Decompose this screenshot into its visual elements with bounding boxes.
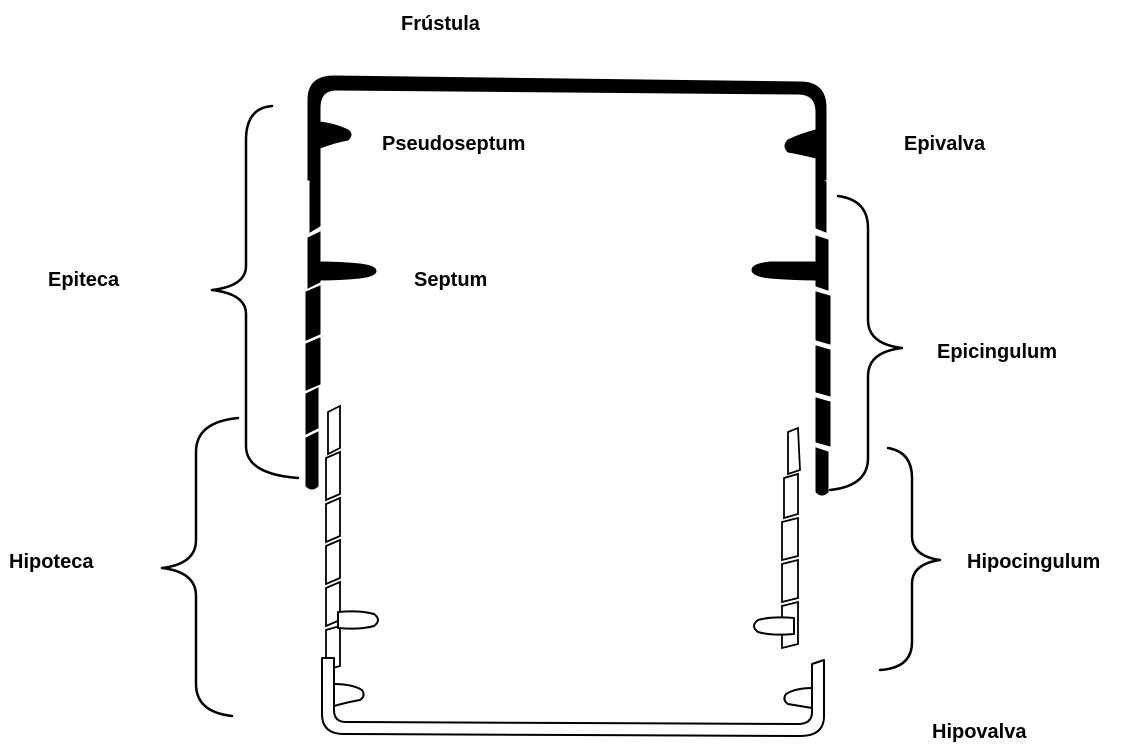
label-hipoteca: Hipoteca (9, 551, 94, 573)
label-hipovalva: Hipovalva (932, 721, 1027, 743)
label-epivalva: Epivalva (904, 133, 986, 155)
epicingulum-bands-right (816, 178, 830, 495)
label-pseudoseptum: Pseudoseptum (382, 133, 525, 155)
label-epicingulum: Epicingulum (937, 341, 1057, 363)
hipovalva-shape (322, 611, 824, 736)
epicingulum-brace (830, 196, 902, 490)
label-epiteca: Epiteca (48, 269, 120, 291)
hipocingulum-bands-left (326, 406, 340, 670)
epiteca-brace (212, 106, 298, 478)
label-frustula: Frústula (401, 13, 481, 35)
hipocingulum-brace (880, 448, 940, 670)
hipocingulum-bands-right (782, 428, 800, 648)
hipoteca-brace (162, 418, 238, 716)
epivalva-shape (308, 76, 826, 180)
septum-shape (318, 262, 818, 280)
label-septum: Septum (414, 269, 487, 291)
epicingulum-bands-left (306, 174, 320, 489)
label-hipocingulum: Hipocingulum (967, 551, 1100, 573)
